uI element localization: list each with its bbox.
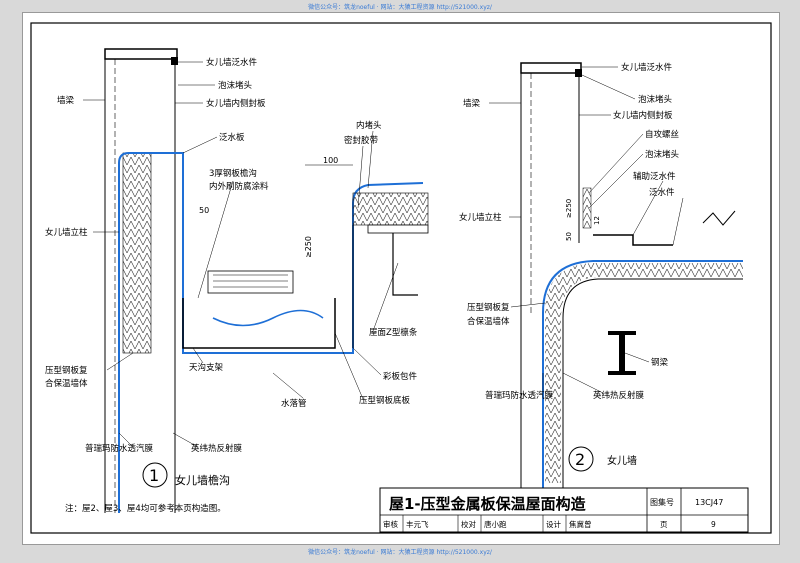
label-reflective-2: 英纬热反射膜 [593,390,645,401]
dim-50-1: 50 [199,206,209,215]
label-water-piece-2: 泛水件 [649,187,675,198]
detail-1-circle [142,462,168,488]
dim-250-2: ≥250 [565,199,573,218]
label-column-1: 女儿墙立柱 [45,227,88,238]
label-flashing-1: 女儿墙泛水件 [206,57,258,68]
gutter-grate-1 [207,270,294,294]
detail-2-drawing: ≥250 50 12 [520,62,743,493]
detail-1-number: 1 [149,466,159,485]
drawing-canvas: 100 50 ≥250 女儿墙泛水件 泡沫堵头 女儿墙内侧封板 墙梁 泛水板 3… [30,22,772,534]
reviewer-name: 丰元飞 [406,519,429,529]
label-gutter2-1: 内外刷防腐涂料 [209,181,269,192]
label-beam-1: 墙梁 [57,95,75,106]
label-beam-2: 墙梁 [463,98,481,109]
label-inner-panel-2: 女儿墙内侧封板 [613,110,673,121]
label-z-purlin-1: 屋面Z型檩条 [369,327,418,338]
label-gutter-1: 3厚钢板檐沟 [209,168,257,179]
page-note: 注：屋2、屋3、屋4均可参考本页构造图。 [65,503,226,514]
watermark-top: 微信公众号：筑龙noeful · 网站：大猿工程资源 http://521000… [308,4,492,11]
z-purlin-1 [367,224,429,234]
detail-1-drawing: 100 50 ≥250 [104,48,429,513]
steel-beam-2 [619,333,625,373]
label-foam-plug-1: 泡沫堵头 [218,80,253,91]
label-gutter-support-1: 天沟支架 [189,362,224,373]
label-flashing-2: 女儿墙泛水件 [621,62,673,73]
label-foam-plug2-2: 泡沫堵头 [645,149,680,160]
sheet-frame [30,22,772,534]
detail-2-labels: 女儿墙泛水件 泡沫堵头 女儿墙内侧封板 墙梁 自攻螺丝 泡沫堵头 辅助泛水件 泛… [459,62,680,401]
label-wall-panel-2: 压型钢板复 [467,302,510,313]
foam-plug-1 [171,57,178,65]
page-label: 页 [660,520,668,529]
dim-100: 100 [323,156,338,165]
title-block: 屋1-压型金属板保温屋面构造 图集号 13CJ47 审核 丰元飞 校对 唐小跑 … [379,487,749,533]
design-label: 设计 [546,519,561,529]
detail-2-circle [568,446,594,472]
detail-1-title: 女儿墙檐沟 [175,473,230,487]
label-seal-tape-1: 密封胶带 [344,135,379,146]
detail-2-number: 2 [575,450,585,469]
wall-insulation-1 [122,152,152,354]
review-label: 审核 [383,519,398,529]
watermark-bottom: 微信公众号：筑龙noeful · 网站：大猿工程资源 http://521000… [308,549,492,556]
label-wall-panel2-1: 合保温墙体 [45,378,88,389]
dim-12-2: 12 [593,216,601,225]
label-column-2: 女儿墙立柱 [459,212,502,223]
checker-name: 唐小跑 [484,519,507,529]
atlas-label: 图集号 [650,497,674,507]
label-inner-panel-1: 女儿墙内侧封板 [206,98,266,109]
label-bottom-panel-1: 压型钢板底板 [359,395,411,406]
label-downpipe-1: 水落管 [281,398,307,409]
label-aux-flashing-2: 辅助泛水件 [633,171,676,182]
dim-50-2: 50 [565,232,573,241]
label-wall-panel-1: 压型钢板复 [45,365,88,376]
membrane-line-2 [542,260,743,493]
dim-250-1: ≥250 [304,236,313,258]
atlas-number: 13CJ47 [695,498,723,507]
label-inner-plug-1: 内堵头 [356,120,382,131]
label-foam-plug-2: 泡沫堵头 [638,94,673,105]
drawing-title: 屋1-压型金属板保温屋面构造 [389,495,586,513]
label-wall-panel2-2: 合保温墙体 [467,316,510,327]
detail-2-title: 女儿墙 [607,454,637,467]
roof-insulation-1 [352,192,429,226]
label-steel-beam-2: 钢梁 [651,357,669,368]
detail-1-labels: 女儿墙泛水件 泡沫堵头 女儿墙内侧封板 墙梁 泛水板 3厚钢板檐沟 内外刷防腐涂… [45,57,418,454]
label-screw-2: 自攻螺丝 [645,129,680,140]
membrane-line-1 [118,152,424,513]
designer-name: 焦冀曾 [569,519,592,529]
check-label: 校对 [461,519,476,529]
roof-insulation-2 [545,263,743,483]
drawing-sheet: 100 50 ≥250 女儿墙泛水件 泡沫堵头 女儿墙内侧封板 墙梁 泛水板 3… [22,12,780,545]
label-reflective-1: 英纬热反射膜 [191,443,243,454]
leader-lines-2 [489,66,684,394]
leader-lines-1 [83,61,399,448]
page-number: 9 [711,520,716,529]
parapet-cap-2 [520,62,582,74]
label-water-stop-1: 泛水板 [219,132,245,143]
gutter-1 [182,298,336,349]
label-membrane-2: 普瑞玛防水透汽膜 [485,390,554,401]
label-color-trim-1: 彩板包件 [383,371,418,382]
parapet-cap-1 [104,48,178,60]
label-membrane-1: 普瑞玛防水透汽膜 [85,443,154,454]
